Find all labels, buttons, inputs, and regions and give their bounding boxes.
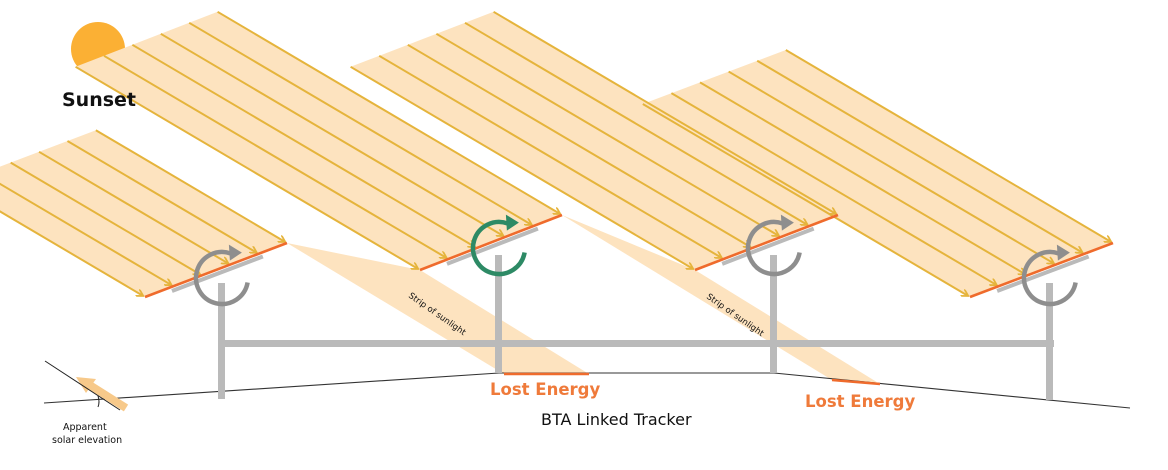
sunlight-beam-4 bbox=[642, 49, 1113, 298]
lost-energy-segment-2 bbox=[831, 378, 881, 386]
rotation-arrow-icon bbox=[745, 219, 802, 277]
tracker-3 bbox=[694, 213, 839, 277]
solar-panel bbox=[144, 241, 288, 299]
sunlight-beams bbox=[0, 10, 1113, 384]
sun-ray bbox=[435, 32, 778, 236]
tracker-structure bbox=[218, 255, 1054, 400]
elevation-label-line-2: solar elevation bbox=[52, 435, 123, 446]
panel-frame bbox=[171, 254, 264, 293]
solar-elevation-indicator bbox=[44, 360, 129, 412]
tracker-2 bbox=[419, 213, 563, 277]
rotation-arrow-head bbox=[505, 214, 519, 231]
sun-ray bbox=[38, 150, 228, 263]
rotation-arrow-head bbox=[780, 214, 794, 231]
linking-bar bbox=[218, 340, 1054, 347]
tracker-4 bbox=[969, 241, 1114, 307]
post-4 bbox=[1046, 283, 1053, 400]
sunlight-beam-3 bbox=[350, 11, 838, 271]
sun-ray bbox=[728, 70, 1054, 264]
rotation-arrow-icon bbox=[193, 249, 250, 307]
diagram-title: BTA Linked Tracker bbox=[541, 410, 692, 429]
post-3 bbox=[770, 255, 777, 373]
rotation-arrow-head bbox=[1056, 244, 1070, 261]
sun-ray bbox=[75, 65, 418, 269]
sun-ray bbox=[103, 54, 446, 258]
sunset-label: Sunset bbox=[62, 89, 137, 111]
sun-ray bbox=[642, 103, 968, 296]
sun-ray bbox=[785, 49, 1111, 242]
sun-ray bbox=[0, 182, 171, 284]
panel-frame bbox=[721, 226, 815, 266]
panel-frame bbox=[996, 254, 1090, 293]
post-1 bbox=[218, 283, 225, 399]
elevation-label-line-1: Apparent bbox=[63, 422, 107, 433]
solar-panel bbox=[694, 213, 839, 272]
ground-line bbox=[43, 372, 1131, 409]
sun-ray bbox=[188, 21, 531, 225]
tracker-panels bbox=[144, 213, 1114, 307]
post-2 bbox=[495, 255, 502, 373]
sun-direction-line bbox=[44, 360, 121, 411]
sun-ray bbox=[670, 92, 996, 285]
solar-panel bbox=[969, 241, 1114, 299]
sun-ray bbox=[756, 59, 1082, 253]
sun-ray bbox=[350, 65, 693, 269]
sun-ray bbox=[131, 43, 474, 247]
sun-ray bbox=[160, 32, 503, 236]
tracker-1 bbox=[144, 241, 288, 307]
sunlight-beam-2 bbox=[75, 11, 562, 271]
sun-ray bbox=[95, 129, 285, 241]
sun-ray bbox=[66, 140, 256, 252]
elevation-angle-arc bbox=[97, 395, 100, 408]
sun-ray bbox=[699, 81, 1025, 274]
apparent-solar-elevation-label: Apparent solar elevation bbox=[52, 421, 192, 447]
solar-elevation-arrow-shaft bbox=[85, 380, 129, 412]
solar-elevation-arrow-head bbox=[76, 377, 96, 393]
solar-panel bbox=[419, 213, 563, 272]
sun-ray bbox=[493, 10, 836, 214]
rotation-arrow-head bbox=[228, 244, 242, 261]
sun-ray bbox=[0, 210, 142, 295]
panel-frame bbox=[446, 226, 539, 266]
sun-ray bbox=[378, 54, 721, 258]
lost-energy-label-2: Lost Energy bbox=[805, 392, 916, 411]
rotation-arrow-icon bbox=[470, 219, 527, 277]
sun-ray bbox=[464, 21, 807, 225]
sun-ray bbox=[407, 43, 750, 247]
sun-ray bbox=[10, 161, 200, 274]
lost-energy-label-1: Lost Energy bbox=[490, 380, 601, 399]
sun-ray bbox=[217, 10, 560, 214]
rotation-arrow-icon bbox=[1021, 249, 1078, 307]
